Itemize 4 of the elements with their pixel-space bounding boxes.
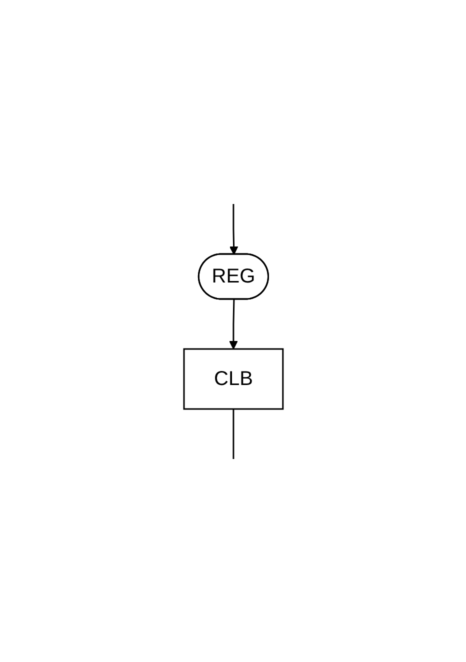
arrow <box>228 204 238 254</box>
arrow <box>228 298 238 349</box>
connector <box>232 408 234 458</box>
node-box: CLB <box>182 348 284 410</box>
